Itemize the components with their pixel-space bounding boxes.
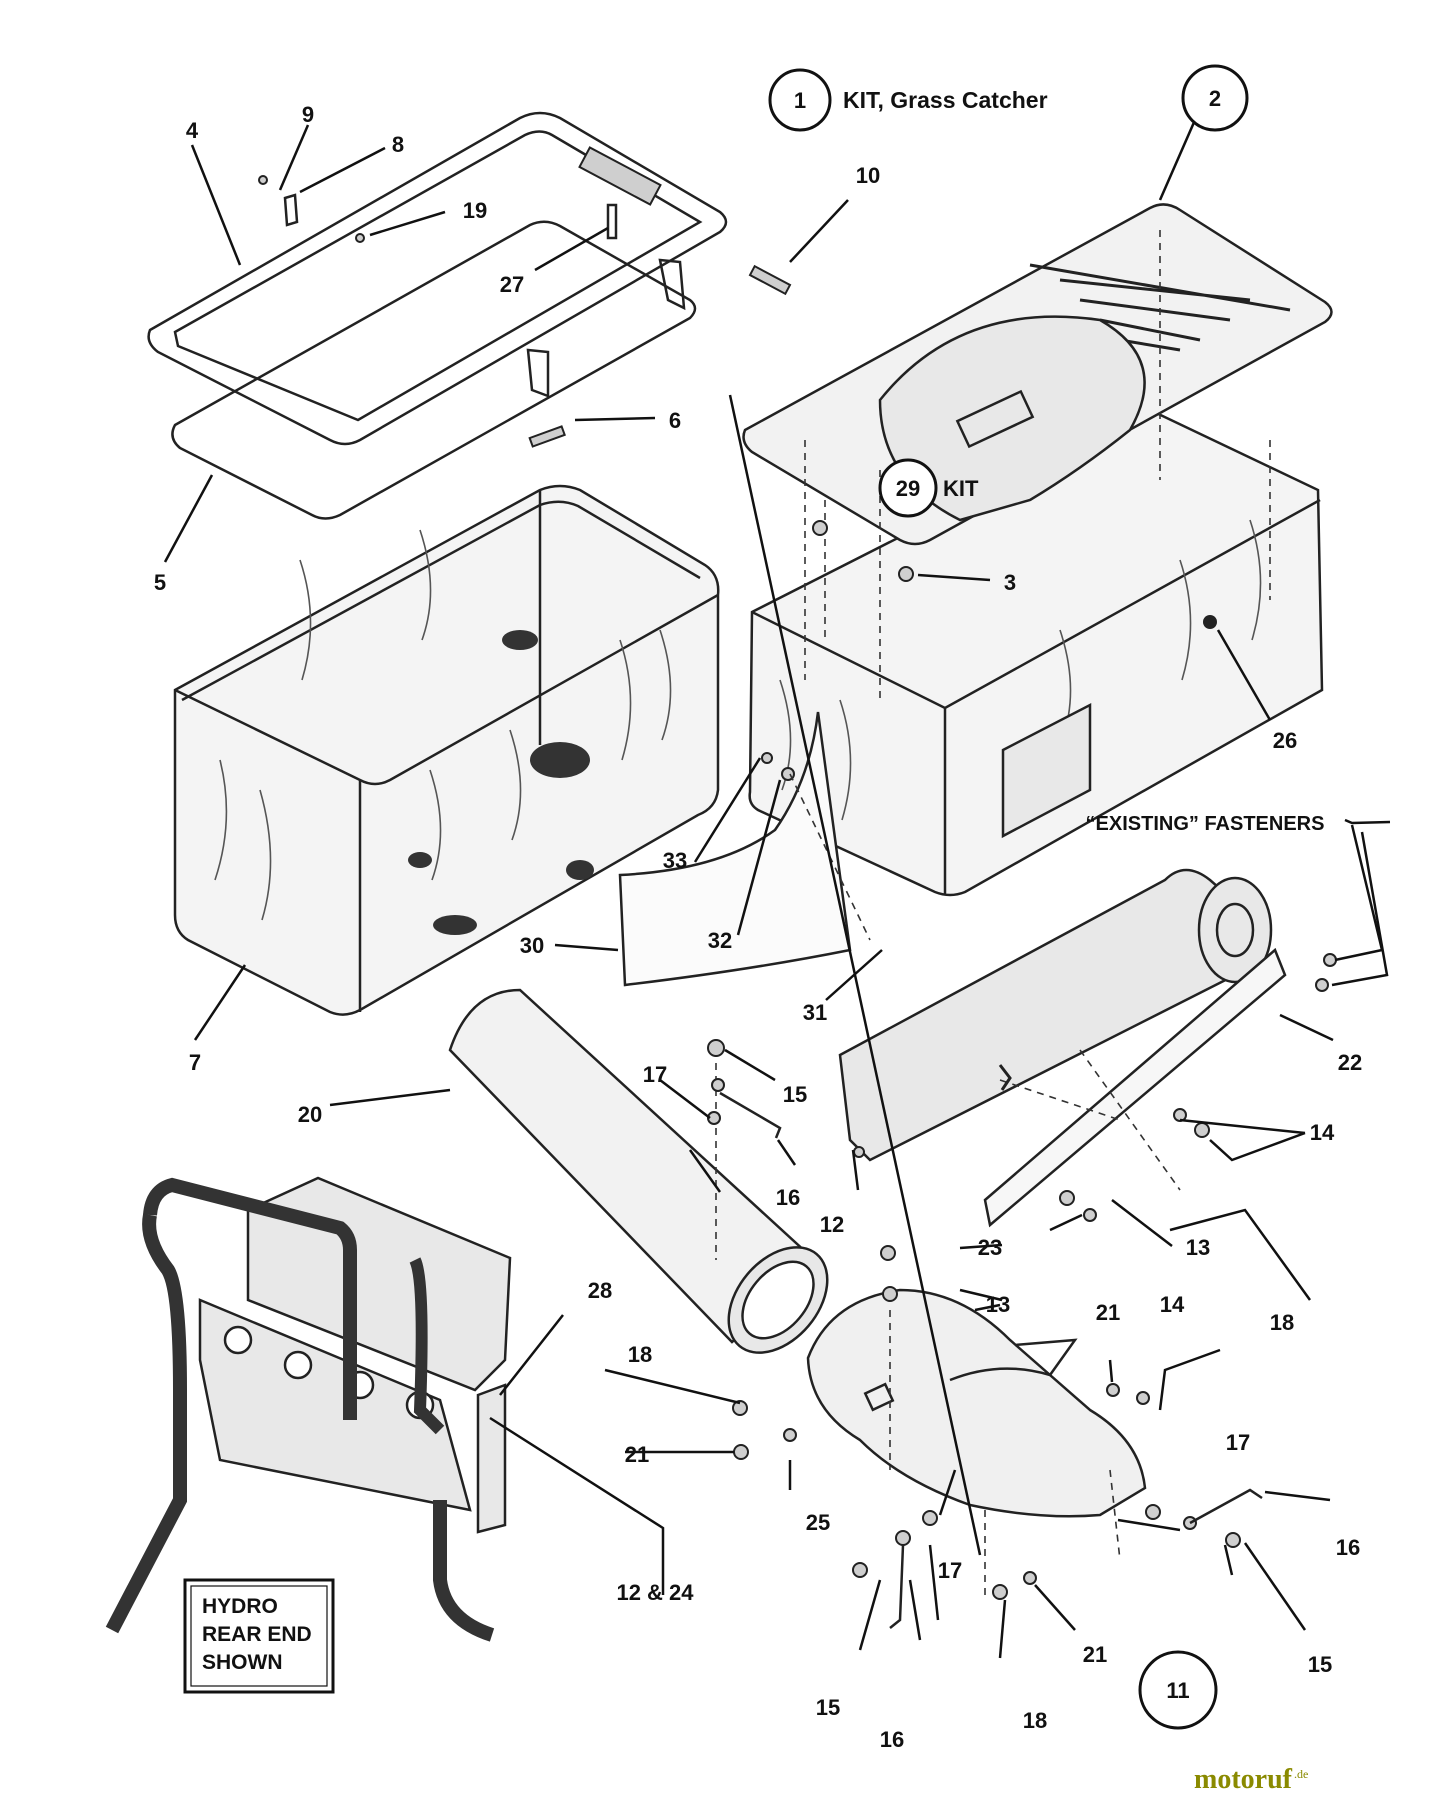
existing-fasteners-label: “EXISTING” FASTENERS — [1086, 813, 1325, 835]
chute-hardware — [732, 1245, 1263, 1629]
label-13a: 13 — [1186, 1235, 1210, 1260]
callout-deflector-kit: 29 KIT — [878, 458, 979, 518]
label-30: 30 — [520, 933, 544, 958]
watermark-suffix: .de — [1294, 1767, 1308, 1781]
label-18c: 18 — [1023, 1708, 1047, 1733]
note-line-1: HYDRO — [202, 1595, 278, 1618]
label-27: 27 — [500, 272, 524, 297]
tube-hardware — [707, 1039, 782, 1139]
label-8: 8 — [392, 132, 404, 157]
callout-deflector-kit-number: 29 — [896, 476, 920, 501]
label-16a: 16 — [776, 1185, 800, 1210]
label-12: 12 — [820, 1212, 844, 1237]
callout-cover: 2 — [1181, 64, 1249, 132]
label-20: 20 — [298, 1102, 322, 1127]
label-15a: 15 — [783, 1082, 807, 1107]
label-16b: 16 — [1336, 1535, 1360, 1560]
label-18b: 18 — [628, 1342, 652, 1367]
label-9: 9 — [302, 102, 314, 127]
callout-kit-number: 1 — [794, 88, 806, 113]
watermark: motoruf .de — [1194, 1764, 1308, 1795]
label-21a: 21 — [1096, 1300, 1120, 1325]
label-10: 10 — [856, 163, 880, 188]
leader-lines — [163, 119, 1391, 1659]
callout-cover-number: 2 — [1209, 86, 1221, 111]
label-15c: 15 — [816, 1695, 840, 1720]
label-23: 23 — [978, 1235, 1002, 1260]
label-18a: 18 — [1270, 1310, 1294, 1335]
label-17b: 17 — [1226, 1430, 1250, 1455]
label-28: 28 — [588, 1278, 612, 1303]
part-5-lower-frame — [171, 220, 697, 520]
frame-hardware — [258, 175, 792, 448]
label-17a: 17 — [643, 1062, 667, 1087]
label-21c: 21 — [1083, 1642, 1107, 1667]
label-7: 7 — [189, 1050, 201, 1075]
part-28-hydro-rear — [105, 1176, 512, 1642]
label-25: 25 — [806, 1510, 830, 1535]
part-26-covered-bag — [748, 408, 1324, 897]
part-20-tube — [448, 988, 829, 1354]
label-12-24: 12 & 24 — [616, 1580, 694, 1605]
part-22-bracket — [838, 868, 1337, 1228]
label-16c: 16 — [880, 1727, 904, 1752]
callout-chute: 11 — [1138, 1650, 1218, 1730]
callout-kit: 1 KIT, Grass Catcher — [768, 68, 1048, 132]
label-13b: 13 — [986, 1292, 1010, 1317]
label-14a: 14 — [1310, 1120, 1335, 1145]
watermark-text: motoruf — [1194, 1764, 1293, 1795]
note-line-3: SHOWN — [202, 1651, 283, 1674]
note-box: HYDRO REAR END SHOWN — [183, 1578, 335, 1694]
part-7-catcher-bag — [173, 484, 720, 1016]
label-3: 3 — [1004, 570, 1016, 595]
note-line-2: REAR END — [202, 1623, 312, 1646]
label-31: 31 — [803, 1000, 827, 1025]
label-4: 4 — [186, 118, 199, 143]
label-15b: 15 — [1308, 1652, 1332, 1677]
callout-deflector-kit-label: KIT — [943, 476, 979, 501]
label-32: 32 — [708, 928, 732, 953]
label-21b: 21 — [625, 1442, 649, 1467]
label-33: 33 — [663, 848, 687, 873]
part-11-chute — [806, 1288, 1147, 1600]
callout-chute-number: 11 — [1166, 1678, 1189, 1703]
label-19: 19 — [463, 198, 487, 223]
diagram-title: KIT, Grass Catcher — [843, 87, 1048, 113]
label-26: 26 — [1273, 728, 1297, 753]
label-5: 5 — [154, 570, 166, 595]
label-22: 22 — [1338, 1050, 1362, 1075]
label-14b: 14 — [1160, 1292, 1185, 1317]
label-6: 6 — [669, 408, 681, 433]
part-labels: 4 9 8 19 27 10 6 5 3 26 33 32 30 31 7 22… — [154, 102, 1362, 1752]
label-17c: 17 — [938, 1558, 962, 1583]
